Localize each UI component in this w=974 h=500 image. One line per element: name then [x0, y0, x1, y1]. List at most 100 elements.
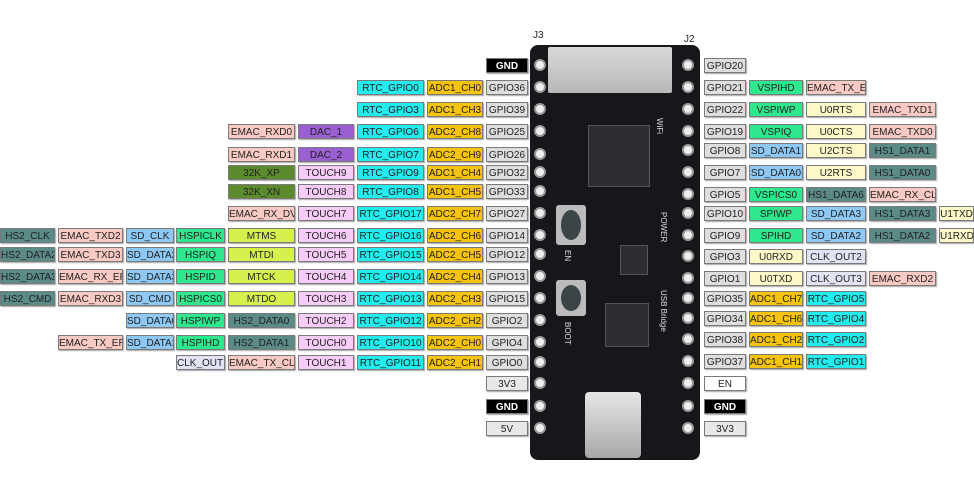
spi-function-label: VSPIWP: [749, 102, 803, 117]
power-function-label: 5V: [486, 421, 528, 436]
hs-function-label: HS2_DATA0: [228, 313, 295, 328]
gpio-pin-label: GPIO37: [704, 354, 746, 369]
uart-function-label: U2RTS: [806, 165, 866, 180]
pcb-antenna: [548, 47, 672, 93]
spi-function-label: HSPICS0: [176, 291, 225, 306]
adc-function-label: ADC2_CH5: [427, 247, 483, 262]
touch-function-label: TOUCH5: [298, 247, 354, 262]
header-pin-hole: [534, 292, 546, 304]
sd-function-label: SD_DATA0: [126, 313, 174, 328]
gpio-pin-label: GPIO9: [704, 228, 746, 243]
adc-function-label: ADC2_CH8: [427, 124, 483, 139]
hs-function-label: HS2_CLK: [0, 228, 55, 243]
uart-function-label: U0RTS: [806, 102, 866, 117]
rtc-function-label: RTC_GPIO11: [357, 355, 424, 370]
rtc-function-label: RTC_GPIO1: [806, 354, 866, 369]
uart-function-label: U0CTS: [806, 124, 866, 139]
gnd-function-label: GND: [704, 399, 746, 414]
header-pin-hole: [682, 400, 694, 412]
jtag-function-label: MTDI: [228, 247, 295, 262]
rtc-function-label: RTC_GPIO14: [357, 269, 424, 284]
gpio-pin-label: GPIO13: [486, 269, 528, 284]
adc-function-label: ADC1_CH1: [749, 354, 803, 369]
clk-function-label: CLK_OUT1: [176, 355, 225, 370]
header-pin-hole: [534, 314, 546, 326]
header-pin-hole: [682, 355, 694, 367]
hs-function-label: HS1_DATA6: [806, 187, 866, 202]
usb-bridge-chip: [605, 303, 649, 347]
gpio-pin-label: GPIO7: [704, 165, 746, 180]
adc-function-label: ADC2_CH7: [427, 206, 483, 221]
emac-function-label: EMAC_TX_CLK: [228, 355, 295, 370]
xtal-function-label: 32K_XN: [228, 184, 295, 199]
rtc-function-label: RTC_GPIO5: [806, 291, 866, 306]
spi-function-label: SPIWP: [749, 206, 803, 221]
rtc-function-label: RTC_GPIO9: [357, 165, 424, 180]
header-pin-hole: [534, 125, 546, 137]
spi-function-label: HSPIHD: [176, 335, 225, 350]
sd-function-label: SD_DATA3: [126, 269, 174, 284]
emac-function-label: EMAC_RXD2: [869, 271, 936, 286]
header-pin-hole: [534, 270, 546, 282]
header-pin-hole: [534, 185, 546, 197]
rtc-function-label: RTC_GPIO12: [357, 313, 424, 328]
rtc-function-label: RTC_GPIO4: [806, 311, 866, 326]
touch-function-label: TOUCH2: [298, 313, 354, 328]
header-pin-hole: [534, 103, 546, 115]
emac-function-label: EMAC_RXD3: [58, 291, 123, 306]
spi-function-label: HSPID: [176, 269, 225, 284]
header-pin-hole: [682, 81, 694, 93]
adc-function-label: ADC2_CH3: [427, 291, 483, 306]
adc-function-label: ADC2_CH9: [427, 147, 483, 162]
power-function-label: 3V3: [486, 376, 528, 391]
gpio-pin-label: GPIO12: [486, 247, 528, 262]
usb-bridge-silk-label: USB Bridge: [659, 290, 668, 332]
en-button[interactable]: [556, 205, 586, 245]
gpio-pin-label: GPIO22: [704, 102, 746, 117]
adc-function-label: ADC1_CH0: [427, 80, 483, 95]
header-pin-hole: [534, 400, 546, 412]
adc-function-label: ADC1_CH4: [427, 165, 483, 180]
uart-function-label: U0TXD: [749, 271, 803, 286]
emac-function-label: EMAC_TXD0: [869, 124, 936, 139]
hs-function-label: HS2_DATA3: [0, 269, 55, 284]
boot-silk-label: BOOT: [563, 322, 572, 345]
gpio-pin-label: GPIO10: [704, 206, 746, 221]
adc-function-label: ADC1_CH6: [749, 311, 803, 326]
emac-function-label: EMAC_RX_ER: [58, 269, 123, 284]
touch-function-label: TOUCH1: [298, 355, 354, 370]
clk-function-label: CLK_OUT2: [806, 249, 866, 264]
header-pin-hole: [682, 125, 694, 137]
emac-function-label: EMAC_TXD2: [58, 228, 123, 243]
rtc-function-label: RTC_GPIO0: [357, 80, 424, 95]
emac-function-label: EMAC_RX_CLK: [869, 187, 936, 202]
spi-function-label: HSPICLK: [176, 228, 225, 243]
adc-function-label: ADC2_CH1: [427, 355, 483, 370]
spi-function-label: VSPIQ: [749, 124, 803, 139]
sd-function-label: SD_DATA1: [749, 143, 803, 158]
header-pin-hole: [682, 422, 694, 434]
rtc-function-label: RTC_GPIO8: [357, 184, 424, 199]
jtag-function-label: MTMS: [228, 228, 295, 243]
gpio-pin-label: GPIO4: [486, 335, 528, 350]
rtc-function-label: RTC_GPIO10: [357, 335, 424, 350]
gpio-pin-label: GPIO1: [704, 271, 746, 286]
header-pin-hole: [682, 333, 694, 345]
gpio-pin-label: GPIO0: [486, 355, 528, 370]
sd-function-label: SD_DATA3: [806, 206, 866, 221]
gpio-pin-label: GPIO38: [704, 332, 746, 347]
jtag-function-label: MTDO: [228, 291, 295, 306]
gnd-function-label: GND: [486, 399, 528, 414]
header-pin-hole: [682, 103, 694, 115]
spi-function-label: VSPIHD: [749, 80, 803, 95]
en-function-label: EN: [704, 376, 746, 391]
adc-function-label: ADC2_CH2: [427, 313, 483, 328]
header-pin-hole: [682, 272, 694, 284]
hs-function-label: HS2_DATA2: [0, 247, 55, 262]
boot-button[interactable]: [556, 280, 586, 316]
emac-function-label: EMAC_RX_DV: [228, 206, 295, 221]
rtc-function-label: RTC_GPIO6: [357, 124, 424, 139]
gpio-pin-label: GPIO32: [486, 165, 528, 180]
adc-function-label: ADC1_CH5: [427, 184, 483, 199]
adc-function-label: ADC2_CH0: [427, 335, 483, 350]
